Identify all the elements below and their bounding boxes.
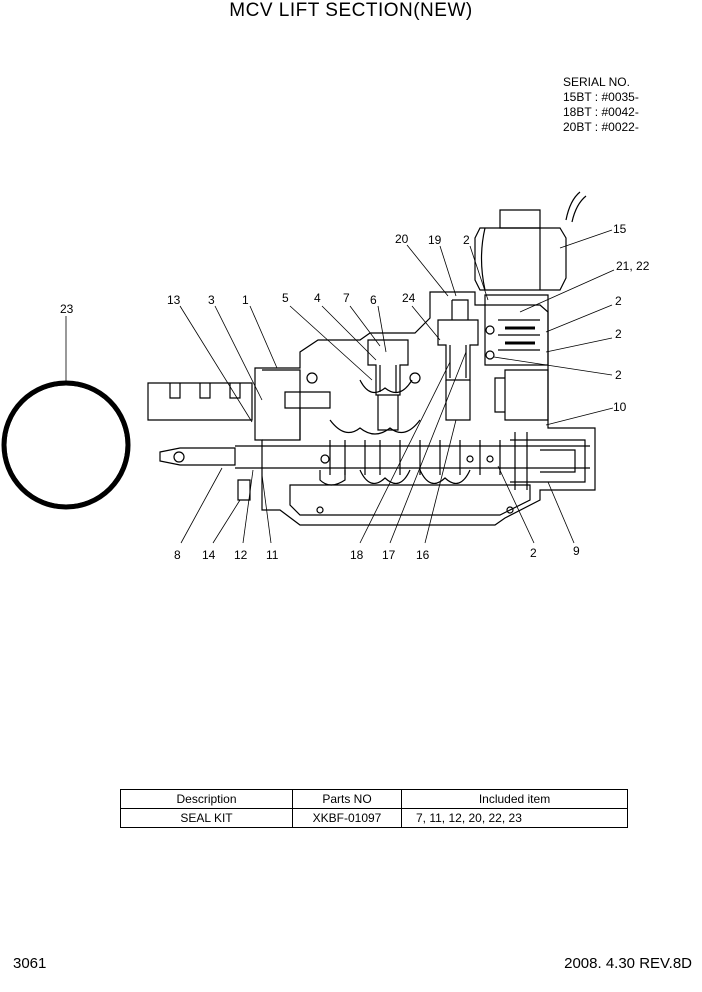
spool-end — [159, 447, 236, 466]
callout-2: 2 — [530, 546, 537, 560]
callout-21-22: 21, 22 — [616, 259, 650, 273]
column-header: Parts NO — [292, 789, 402, 809]
revision-date: 2008. 4.30 REV.8D — [564, 955, 692, 972]
callout-20: 20 — [395, 232, 409, 246]
callout-16: 16 — [416, 548, 430, 562]
serial-line: 18BT : #0042- — [563, 105, 639, 119]
end-cap — [510, 439, 586, 483]
callout-19: 19 — [428, 233, 442, 247]
callout-17: 17 — [382, 548, 396, 562]
callout-10: 10 — [613, 400, 627, 414]
relief-valve — [437, 319, 479, 381]
callout-3: 3 — [208, 293, 215, 307]
page-number: 3061 — [13, 955, 47, 972]
callout-2: 2 — [615, 327, 622, 341]
table-row: SEAL KIT XKBF-01097 7, 11, 12, 20, 22, 2… — [120, 808, 628, 828]
callout-8: 8 — [174, 548, 181, 562]
callout-14: 14 — [202, 548, 216, 562]
callout-1: 1 — [242, 293, 249, 307]
serial-line: 20BT : #0022- — [563, 120, 639, 134]
seal-kit-table: Description Parts NO Included item SEAL … — [120, 789, 628, 828]
callout-2: 2 — [463, 233, 470, 247]
table-cell: 7, 11, 12, 20, 22, 23 — [401, 808, 628, 828]
callout-15: 15 — [613, 222, 627, 236]
callout-13: 13 — [167, 293, 181, 307]
column-header: Included item — [401, 789, 628, 809]
callout-9: 9 — [573, 544, 580, 558]
o-ring-part — [1, 380, 131, 510]
callout-24: 24 — [402, 291, 416, 305]
table-cell: XKBF-01097 — [292, 808, 402, 828]
solenoid-coil — [474, 227, 567, 291]
callout-4: 4 — [314, 291, 321, 305]
page-title: MCV LIFT SECTION(NEW) — [229, 0, 473, 21]
serial-heading: SERIAL NO. — [563, 75, 630, 89]
callout-23: 23 — [60, 302, 74, 316]
callout-2: 2 — [615, 294, 622, 308]
column-header: Description — [120, 789, 293, 809]
serial-line: 15BT : #0035- — [563, 90, 639, 104]
callout-6: 6 — [370, 293, 377, 307]
spool — [235, 445, 590, 469]
check-valve — [367, 339, 409, 396]
bracket-plate — [147, 382, 253, 421]
callout-18: 18 — [350, 548, 364, 562]
table-cell: SEAL KIT — [120, 808, 293, 828]
callout-7: 7 — [343, 291, 350, 305]
serial-number-block: SERIAL NO. 15BT : #0035- 18BT : #0042- 2… — [563, 75, 639, 135]
callout-11: 11 — [266, 548, 279, 562]
callout-2: 2 — [615, 368, 622, 382]
callout-12: 12 — [234, 548, 248, 562]
table-header-row: Description Parts NO Included item — [120, 789, 628, 809]
callout-5: 5 — [282, 291, 289, 305]
